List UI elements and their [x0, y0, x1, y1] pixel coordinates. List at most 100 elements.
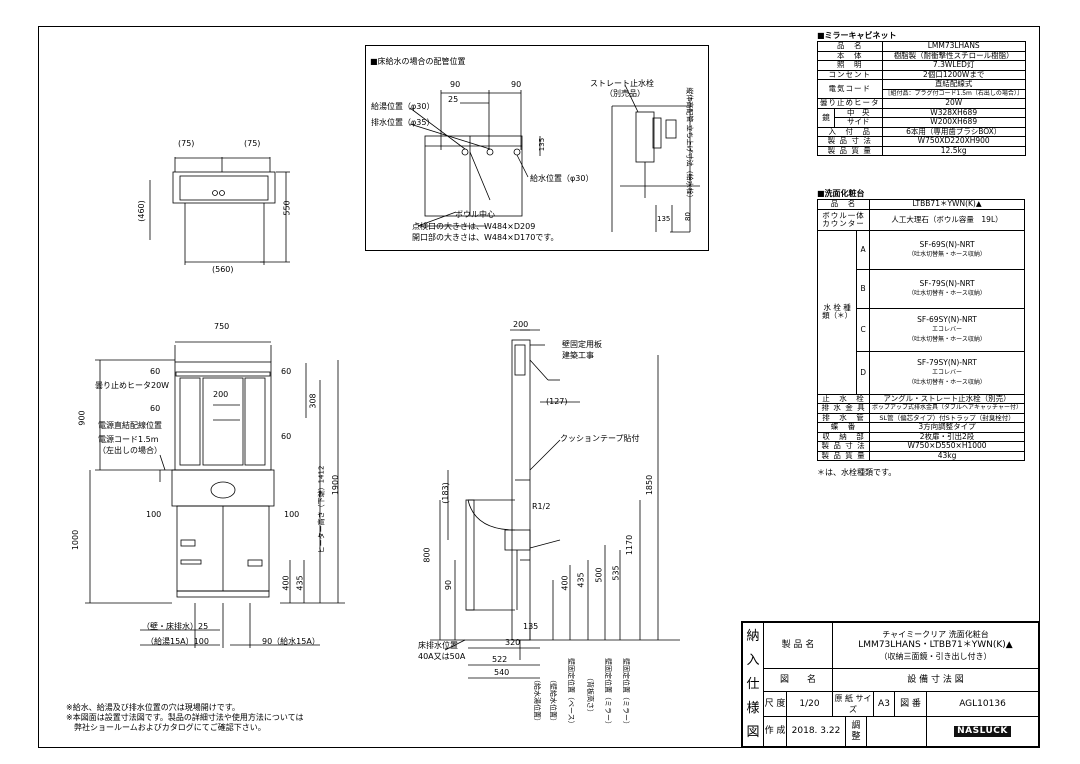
label-straight-valve-sub: （別売品）	[605, 89, 645, 98]
label-floor-drain-sub: 40A又は50A	[418, 652, 466, 661]
dim-560: (560)	[212, 265, 234, 274]
label-vertical-pipe: 縦体高配管 立ち上げ寸法（給水栓）	[685, 87, 694, 202]
drawing-sheet	[38, 26, 1040, 748]
side-dim-1170: 1170	[625, 534, 635, 556]
label-opening-size: 開口部の大きさは、W484×D170です。	[412, 233, 559, 242]
note-line-2: ※本図面は設置寸法図です。製品の詳細寸法や使用方法については	[66, 713, 304, 722]
dim-90-left: 90	[450, 80, 461, 89]
label-wall-floor-drain: （壁・床排水）25	[142, 622, 209, 631]
dim-heater-height-1412: ヒーター高さ（下端）1412	[317, 465, 326, 554]
side-dim-400: 400	[560, 575, 570, 591]
label-cushion-tape: クッションテープ貼付	[560, 434, 640, 443]
side-dim-540: 540	[494, 668, 510, 677]
mirror-heading: ■ミラーキャビネット	[817, 31, 897, 40]
dim-750: 750	[214, 322, 230, 331]
dim-80: 80	[683, 212, 692, 221]
dim-400: 400	[281, 575, 291, 591]
table-row: 本 体樹脂製（耐衝撃性スチロール樹脂）	[817, 50, 1026, 61]
label-inspection-size: 点検口の大きさは、W484×D209	[412, 222, 536, 231]
vanity-heading: ■洗面化粧台	[817, 189, 865, 198]
label-heater: 曇り止めヒータ20W	[95, 381, 170, 390]
side-dim-1850: 1850	[645, 474, 655, 496]
scale-value: 1/20	[786, 691, 833, 717]
label-direct-wiring: 電源直結配線位置	[98, 421, 162, 430]
dim-135: 135	[538, 137, 547, 152]
label-water-position: 給水位置（φ30）	[530, 174, 594, 183]
side-dim-200: 200	[513, 320, 529, 329]
dim-308: 308	[308, 393, 318, 409]
dim-75-left: (75)	[178, 139, 195, 148]
label-hot-15a: （給湯15A）100	[146, 637, 209, 646]
dim-75-right: (75)	[244, 139, 261, 148]
side-dim-435: 435	[576, 572, 586, 588]
dim-200: 200	[213, 390, 229, 399]
label-bowl-center: ボウル中心	[455, 210, 495, 219]
floor-supply-detail	[365, 45, 709, 251]
label-power-cord-sub: （左出しの場合）	[98, 446, 162, 455]
note-line-3: 弊社ショールームおよびカタログにてご確認下さい。	[66, 723, 266, 732]
side-vlabel-2: （壁給水位置）	[549, 676, 557, 725]
checked-key: 調 整	[845, 716, 867, 747]
dim-435: 435	[295, 575, 305, 591]
dim-460: (460)	[136, 200, 146, 222]
company-logo-cell: NASLUCK	[926, 716, 1039, 747]
side-vlabel-5: 壁固定位置（ミラー）	[604, 658, 612, 728]
dim-100-a: 100	[146, 510, 162, 519]
scale-key: 尺 度	[763, 691, 787, 717]
floor-detail-heading: ■床給水の場合の配管位置	[370, 57, 466, 66]
product-name-value: チャイミークリア 洗面化粧台 LMM73LHANS・LTBB71＊YWN(K)▲…	[832, 622, 1039, 669]
note-line-1: ※給水、給湯及び排水位置の穴は現場開けです。	[66, 703, 240, 712]
title-nonyu-column: 納 入 仕 様 図	[742, 622, 764, 747]
dim-90-right: 90	[511, 80, 522, 89]
side-dim-183: (183)	[440, 482, 450, 504]
drawing-number-key: 図 番	[894, 691, 927, 717]
side-dim-500: 500	[594, 567, 604, 583]
created-date: 2018. 3.22	[786, 716, 846, 747]
created-key: 作 成	[763, 716, 787, 747]
side-vlabel-3: 壁固定位置（ベース）	[567, 658, 575, 728]
dim-1900: 1900	[331, 474, 341, 496]
side-dim-135: 135	[523, 622, 539, 631]
dim-60-a: 60	[150, 367, 161, 376]
side-dim-90: 90	[444, 579, 454, 591]
dim-60-d: 60	[281, 432, 292, 441]
side-vlabel-1: （給水湯位置）	[533, 676, 541, 725]
table-row: 排 水 金 具ポップアップ式排水金具（ダブルヘアキャッチャー付）	[816, 403, 1025, 414]
table-row: ボウル一体カウンター人工大理石（ボウル容量 19L）	[816, 208, 1025, 231]
side-dim-320: 320	[505, 638, 521, 647]
label-water-15a: 90（給水15A）	[262, 637, 320, 646]
dim-60-c: 60	[150, 404, 161, 413]
label-floor-drain: 床排水位置	[418, 641, 458, 650]
side-dim-127: (127)	[546, 397, 568, 406]
dim-100-b: 100	[284, 510, 300, 519]
drawing-name-key: 図 名	[763, 668, 833, 692]
vanity-footnote: ＊は、水栓種類です。	[817, 468, 897, 477]
title-block: 納 入 仕 様 図 製 品 名 チャイミークリア 洗面化粧台 LMM73LHAN…	[741, 621, 1040, 748]
side-dim-522: 522	[492, 655, 508, 664]
nasluck-logo: NASLUCK	[954, 726, 1011, 737]
label-builder-work: 建築工事	[562, 351, 594, 360]
drawing-number-value: AGL10136	[926, 691, 1039, 717]
dim-135-lower: 135	[657, 215, 671, 223]
dim-60-b: 60	[281, 367, 292, 376]
checked-value	[866, 716, 927, 747]
side-vlabel-4: （背板高さ）	[586, 674, 594, 716]
side-dim-535: 535	[611, 565, 621, 581]
side-vlabel-6: 壁固定位置（ミラー）	[622, 658, 630, 728]
dim-25: 25	[448, 95, 459, 104]
